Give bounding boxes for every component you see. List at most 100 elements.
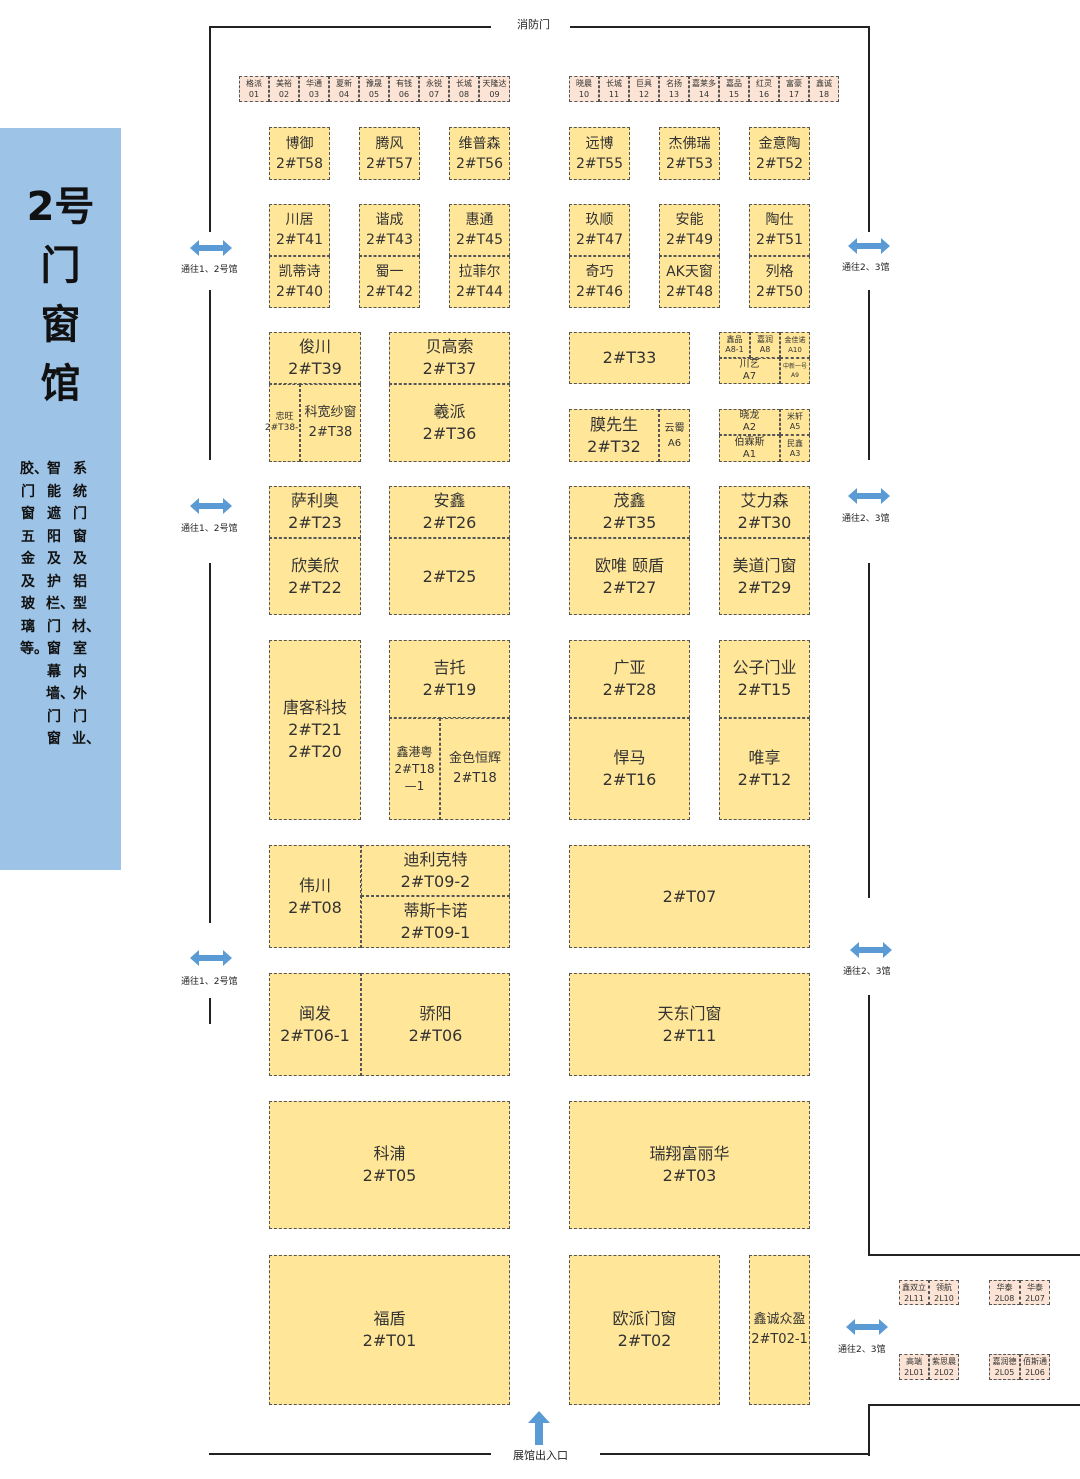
- booth-label: 2#T09-1: [400, 923, 471, 942]
- hall-title-line: 馆: [40, 361, 81, 407]
- booth-label: 长城: [606, 79, 622, 88]
- booth-label: 民鑫: [787, 438, 803, 448]
- booth[interactable]: 2#T07: [569, 845, 810, 948]
- booth-label: 2#T48: [665, 284, 713, 300]
- booth-label: 晓龙: [739, 410, 760, 421]
- booth-label: 高端: [906, 1357, 922, 1366]
- booth-label: A1: [742, 448, 757, 460]
- wall: [868, 995, 870, 1255]
- booth[interactable]: 2#T33: [569, 332, 690, 384]
- booth-label: 16: [758, 90, 770, 99]
- booth[interactable]: 2#T25: [389, 538, 510, 615]
- hall-title-line: 门: [40, 243, 81, 289]
